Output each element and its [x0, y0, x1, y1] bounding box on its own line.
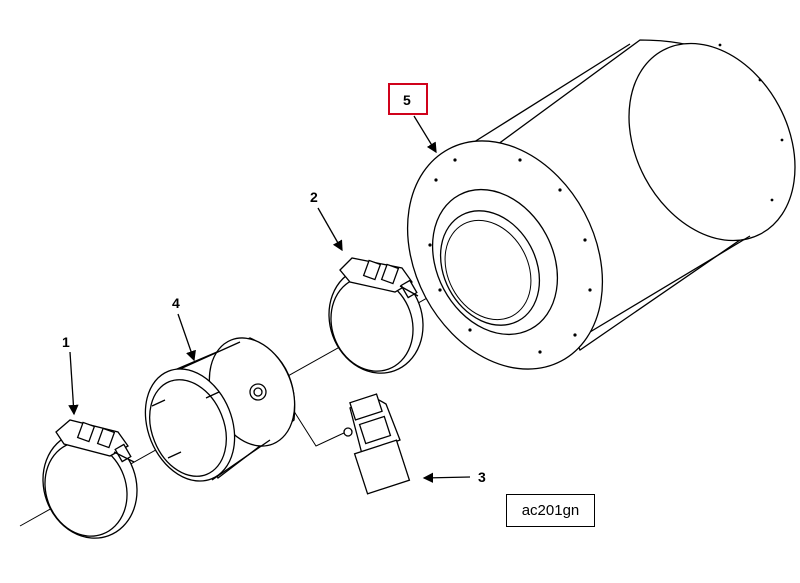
housing-rim-rivets [428, 43, 784, 354]
air-cleaner-housing [406, 39, 796, 370]
leader-arrows [68, 115, 471, 484]
clamp-upper [328, 257, 424, 374]
restriction-indicator [343, 393, 411, 495]
callout-5: 5 [403, 92, 411, 108]
callout-3: 3 [478, 469, 486, 485]
callout-1: 1 [62, 334, 70, 350]
clamp-lower [42, 419, 138, 539]
figure-code-label: ac201gn [506, 494, 595, 527]
callout-5-highlight [388, 83, 428, 115]
callout-4: 4 [172, 295, 180, 311]
callout-2: 2 [310, 189, 318, 205]
hose-adapter [144, 337, 296, 482]
